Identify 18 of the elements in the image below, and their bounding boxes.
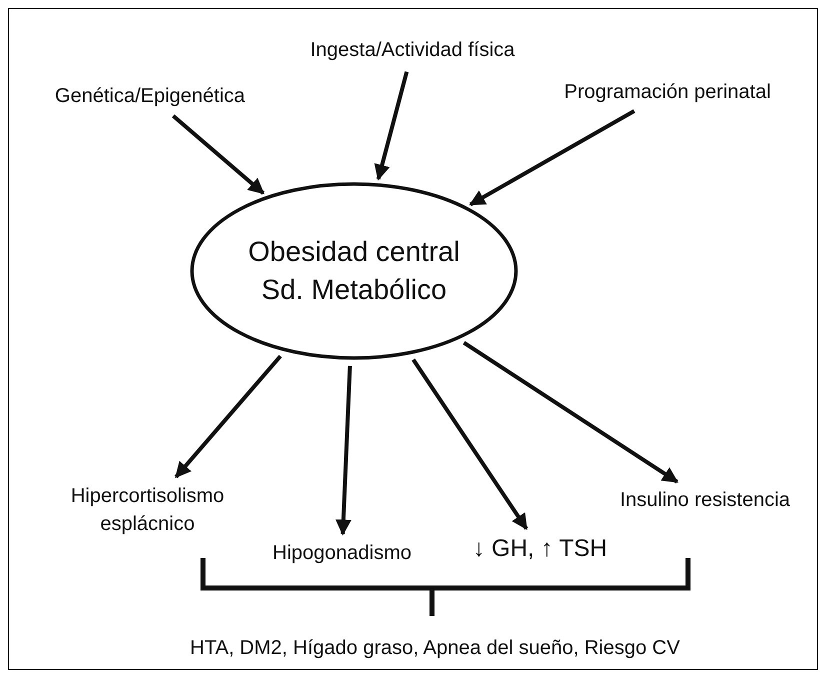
node-title: Obesidad central [248, 235, 460, 269]
node-label: HTA, DM2, Hígado graso, Apnea del sueño, Riesgo CV [190, 636, 680, 661]
node-label: Hipercortisolismo esplácnico [70, 484, 226, 537]
node-title: Sd. Metabólico [261, 273, 447, 307]
arrow [174, 354, 282, 478]
arrow [412, 358, 528, 530]
node-label: Ingesta/Actividad física [310, 38, 515, 63]
node-label: Programación perinatal [564, 80, 771, 105]
arrow [469, 109, 636, 206]
arrow [172, 114, 265, 195]
node-label: ↓ GH, ↑ TSH [472, 535, 608, 563]
node-label: Genética/Epigenética [54, 84, 246, 109]
arrow [335, 366, 352, 536]
arrow [462, 341, 678, 484]
arrow [374, 71, 409, 181]
ellipse-node [190, 182, 518, 360]
node-label: Hipogonadismo [272, 541, 412, 566]
node-label: Insulino resistencia [620, 488, 790, 513]
